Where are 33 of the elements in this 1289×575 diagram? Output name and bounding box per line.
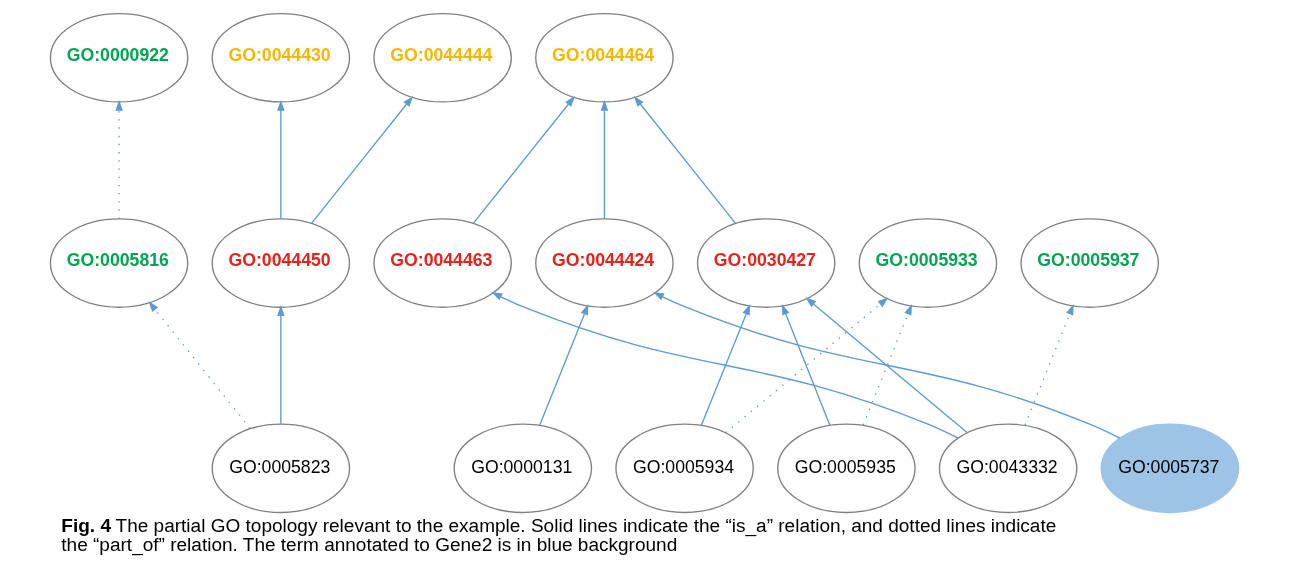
- arrow: [700, 304, 751, 426]
- arrow: [781, 304, 831, 426]
- node-ellipse: GO:0000131: [453, 423, 593, 514]
- arrow: [725, 297, 889, 434]
- node-ellipse: GO:0000922: [49, 12, 189, 103]
- node-ellipse: GO:0043332: [938, 423, 1078, 514]
- arrow: [277, 305, 285, 425]
- node-ellipse: GO:0005934: [615, 423, 754, 514]
- caption: Fig. 4 The partial GO topology relevant to the example. Solid lines indicate the “is_a” relation, and dotted lines indicate the “part_of” relation. The term annotated to Gene2 is in blue background: [61, 514, 1057, 555]
- arrow: [472, 95, 575, 224]
- arrow: [539, 304, 589, 426]
- arrow: [148, 301, 251, 430]
- node-ellipse: GO:0044444: [373, 12, 512, 103]
- node-ellipse: GO:0044430: [211, 12, 351, 103]
- arrow: [633, 95, 737, 224]
- node-ellipse: GO:0005823: [211, 423, 351, 514]
- arrow: [311, 95, 414, 224]
- arrow: [805, 297, 968, 434]
- arrow: [491, 292, 959, 439]
- node-ellipse: GO:0005935: [777, 423, 916, 514]
- node-ellipse: GO:0044424: [535, 218, 674, 308]
- node-ellipse: GO:0044464: [535, 12, 674, 103]
- node-ellipse: GO:0005937: [1020, 218, 1160, 308]
- node-ellipse: GO:0005816: [49, 218, 189, 308]
- arrow: [862, 304, 912, 426]
- arrow: [653, 292, 1121, 439]
- arrow: [277, 99, 285, 220]
- arrow: [600, 99, 609, 220]
- node-ellipse: GO:0005737: [1100, 423, 1240, 514]
- node-ellipse: GO:0044450: [211, 218, 351, 308]
- arrow: [115, 99, 123, 220]
- arrow: [1024, 304, 1074, 426]
- node-ellipse: GO:0044463: [373, 218, 512, 308]
